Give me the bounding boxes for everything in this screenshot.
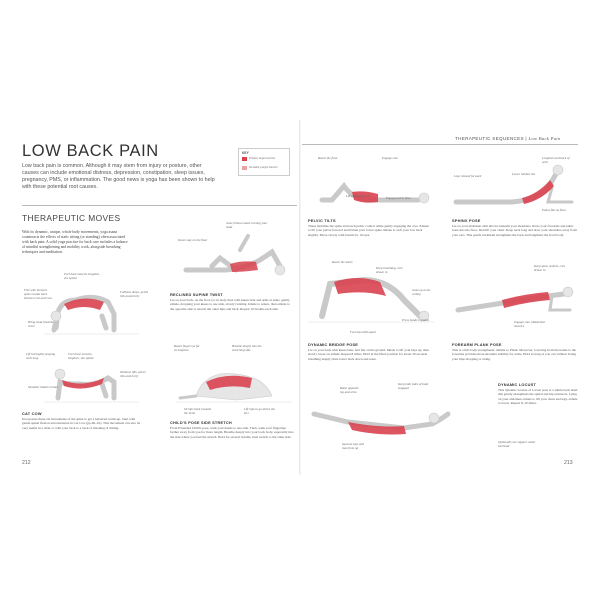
tilt-caption-2: Engage core bbox=[382, 156, 399, 160]
forearm-plank-text: This is a full-body strengthener, simila… bbox=[452, 348, 577, 361]
pelvic-tilt-figure bbox=[319, 181, 430, 204]
page-title: LOW BACK PAIN bbox=[22, 142, 159, 160]
locust-caption-1: Raise opposite leg and arms bbox=[340, 386, 359, 394]
child-caption-3: Sit hips back towards the heels bbox=[184, 407, 212, 415]
bridge-title: DYNAMIC BRIDGE POSE bbox=[308, 342, 359, 347]
sphinx-text: Lie on your abdomen with elbows beneath … bbox=[452, 224, 577, 237]
sphinx-caption-4: Palms flat on floor bbox=[542, 208, 566, 212]
tilt-caption-1: Reach the floor bbox=[318, 156, 338, 160]
sphinx-caption-2: Legs relaxed forward bbox=[454, 174, 482, 178]
reclined-twist-title: RECLINED SUPINE TWIST bbox=[170, 292, 223, 297]
reclined-twist-text: Lie on your back, on the floor (or in be… bbox=[170, 298, 290, 311]
cat-caption-1: Feel back muscles lengthen, she spinal bbox=[64, 272, 100, 280]
twist-caption-1: Gaze follows hand, turning your head bbox=[226, 221, 268, 229]
bridge-caption-4: Press hands in palms bbox=[402, 318, 430, 322]
divider bbox=[22, 205, 297, 206]
cow-caption-1: Lift tail lightly keeping neck long bbox=[26, 352, 56, 360]
book-spread: LOW BACK PAIN Low back pain is common. A… bbox=[0, 120, 600, 475]
bridge-text: Lie on your back with knees bent, feet f… bbox=[308, 348, 429, 361]
tilt-caption-3: Lift pelvis forward bbox=[346, 194, 370, 198]
locust-caption-2: Keep both sides of body engaged bbox=[398, 382, 429, 390]
secondary-swatch bbox=[242, 166, 247, 170]
forearm-plank-title: FOREARM PLANK POSE bbox=[452, 342, 502, 347]
tilt-caption-4: Engage pelvic floor bbox=[386, 196, 412, 200]
bridge-figure bbox=[308, 276, 434, 323]
locust-caption-4: Optionally use support under forehead bbox=[498, 440, 536, 448]
running-head-divider: | bbox=[525, 136, 529, 141]
childs-pose-title: CHILD'S POSE SIDE STRETCH bbox=[170, 420, 232, 425]
locust-text: This dynamic version of Locust pose is a… bbox=[498, 388, 578, 406]
plank-caption-2: Engage your abdominal muscles bbox=[514, 320, 545, 328]
intro-text: Low back pain is common. Although it may… bbox=[22, 163, 215, 190]
cat-cow-text: Incorporate these six movements of the s… bbox=[22, 417, 141, 430]
forearm-plank-figure bbox=[455, 286, 574, 313]
right-page: THERAPEUTIC SEQUENCES | Low Back Pain Re… bbox=[302, 120, 584, 475]
bridge-caption-5: Feet hip width apart bbox=[350, 330, 377, 334]
pelvic-tilt-title: PELVIC TILTS bbox=[308, 218, 336, 223]
locust-caption-3: Squeeze legs and look from up bbox=[342, 442, 364, 450]
sphinx-caption-1: Lengthen and back of neck bbox=[542, 156, 570, 164]
cow-pose-figure bbox=[44, 368, 139, 403]
page-number-right: 213 bbox=[564, 460, 573, 466]
running-head-rule bbox=[302, 144, 578, 145]
cat-pose-figure bbox=[44, 294, 139, 335]
key-secondary-label: Secondary target muscles bbox=[249, 166, 278, 169]
running-head-section: THERAPEUTIC SEQUENCES bbox=[455, 136, 524, 141]
section-heading: THERAPEUTIC MOVES bbox=[22, 213, 121, 223]
bridge-caption-1: Reach the knees bbox=[332, 260, 353, 264]
cat-caption-2: Flex with thoracic spine rounds back bet… bbox=[24, 288, 53, 300]
sphinx-figure bbox=[453, 164, 574, 205]
locust-figure bbox=[311, 411, 451, 435]
left-page: LOW BACK PAIN Low back pain is common. A… bbox=[16, 120, 298, 475]
cow-caption-2: Feel these muscles lengthen, she spinal bbox=[68, 352, 94, 360]
running-head: THERAPEUTIC SEQUENCES | Low Back Pain bbox=[455, 136, 560, 141]
primary-swatch bbox=[242, 157, 247, 161]
bridge-caption-3: Gaze up at the ceiling bbox=[412, 288, 431, 296]
childs-pose-text: From Extended Child's pose, walk your ha… bbox=[170, 426, 294, 439]
running-head-sub: Low Back Pain bbox=[528, 136, 561, 141]
cow-caption-4: Shoulder blades retract bbox=[28, 385, 58, 389]
bridge-caption-2: Keep breathing, core drawn in bbox=[376, 266, 403, 274]
book-gutter bbox=[299, 120, 301, 475]
sphinx-caption-3: Lower lumbar sits bbox=[512, 172, 536, 176]
key-primary-label: Primary target muscles bbox=[249, 157, 276, 160]
muscle-key: KEY Primary target muscles Secondary tar… bbox=[238, 148, 290, 176]
section-body: With its dynamic, unique, whole body mov… bbox=[22, 230, 128, 254]
key-heading: KEY bbox=[242, 151, 249, 155]
reclined-twist-figure bbox=[183, 234, 286, 276]
childs-pose-figure bbox=[176, 373, 292, 403]
cat-caption-3: Fullbase drops, pelvis tilts posteriorly bbox=[120, 290, 149, 298]
child-caption-4: Lift hips to go above the feet bbox=[244, 407, 275, 415]
cat-cow-title: CAT COW bbox=[22, 411, 42, 416]
page-number-left: 212 bbox=[22, 460, 31, 466]
plank-caption-1: Keep spine neutral, core drawn in bbox=[534, 264, 566, 272]
cow-caption-3: Tailbone lifts, pelvis tilts anteriorly bbox=[120, 370, 146, 378]
sphinx-title: SPHINX POSE bbox=[452, 218, 481, 223]
cat-caption-4: Bring head towards chest bbox=[28, 320, 54, 328]
twist-caption-2: Knees stay on the floor bbox=[178, 238, 208, 242]
locust-title: DYNAMIC LOCUST bbox=[498, 382, 537, 387]
child-caption-2: Breathe deeply into the stretching side bbox=[232, 344, 262, 352]
child-caption-1: Reach fingers as far as lengthen bbox=[174, 344, 200, 352]
pelvic-tilt-text: These mobilize the spine and teach pelvi… bbox=[308, 224, 429, 237]
